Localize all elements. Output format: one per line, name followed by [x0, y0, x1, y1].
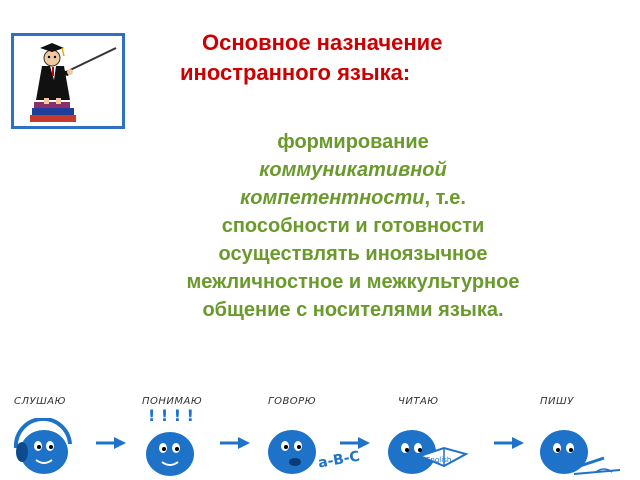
- book-word: English: [426, 456, 451, 464]
- arrow-right-icon: [96, 437, 126, 449]
- stage-label-understand: ПОНИМАЮ: [142, 396, 203, 407]
- teacher-image-frame: [11, 33, 125, 129]
- stage-label-write: ПИШУ: [540, 396, 574, 407]
- speaking-face-icon: [268, 430, 316, 474]
- definition-lead: формирование: [277, 131, 429, 153]
- arrow-right-icon: [494, 437, 524, 449]
- definition-emphasis: коммуникативной компетентности: [240, 159, 447, 209]
- writing-face-icon: [540, 430, 621, 475]
- reading-face-icon: English: [388, 430, 469, 474]
- abc-speech-text: a-B-C: [316, 448, 362, 472]
- listening-face-icon: [13, 418, 72, 474]
- definition-rest: , т.е. способности и готовности осуществ…: [186, 187, 520, 321]
- arrow-right-icon: [220, 437, 250, 449]
- exclamation-marks: ! ! ! !: [148, 406, 194, 425]
- title-line-1: Основное назначение: [202, 30, 443, 55]
- stage-label-listen: СЛУШАЮ: [14, 396, 66, 407]
- slide-title: Основное назначение иностранного языка:: [180, 28, 540, 88]
- definition-text: формирование коммуникативной компетентно…: [178, 128, 528, 324]
- understanding-face-icon: [146, 432, 194, 476]
- stage-label-read: ЧИТАЮ: [398, 396, 439, 407]
- arrow-right-icon: [340, 437, 370, 449]
- teacher-with-pointer-icon: [30, 43, 117, 122]
- stage-label-speak: ГОВОРЮ: [268, 396, 316, 407]
- title-line-2: иностранного языка:: [180, 60, 411, 85]
